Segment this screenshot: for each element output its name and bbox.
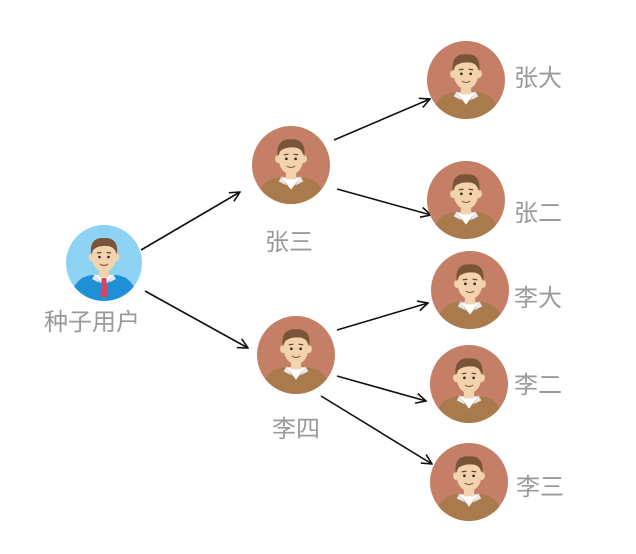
edges-layer	[140, 99, 432, 464]
node-lida: 李大	[431, 251, 562, 329]
node-lisan: 李三	[430, 443, 564, 521]
edge-arrow-seed-to-lisi	[144, 290, 248, 348]
edge-arrow-seed-to-zhangsan	[140, 192, 240, 251]
node-label-zhangda: 张大	[514, 64, 562, 92]
edge-arrow-lisi-to-lisan	[320, 395, 432, 464]
node-lier: 李二	[430, 345, 562, 423]
edge-arrow-zhangsan-to-zhanger	[336, 188, 431, 215]
user-avatar-icon	[431, 251, 509, 329]
edge-arrow-lisi-to-lida	[336, 303, 428, 331]
node-label-lier: 李二	[514, 371, 562, 399]
node-zhangda: 张大	[427, 41, 562, 119]
seed-user-avatar-icon	[66, 225, 142, 301]
edge-arrow-zhangsan-to-zhangda	[333, 99, 430, 141]
node-lisi: 李四	[257, 316, 335, 443]
node-label-lisi: 李四	[272, 415, 320, 443]
node-zhanger: 张二	[427, 161, 562, 239]
node-zhangsan: 张三	[252, 126, 330, 256]
user-avatar-icon	[427, 161, 505, 239]
user-avatar-icon	[427, 41, 505, 119]
user-avatar-icon	[430, 443, 508, 521]
user-avatar-icon	[430, 345, 508, 423]
node-label-seed: 种子用户	[44, 308, 140, 336]
user-avatar-icon	[257, 316, 335, 394]
user-avatar-icon	[252, 126, 330, 204]
node-label-lisan: 李三	[516, 473, 564, 501]
edge-arrow-lisi-to-lier	[336, 375, 426, 401]
node-seed: 种子用户	[44, 225, 142, 336]
node-label-zhanger: 张二	[514, 199, 562, 227]
node-label-zhangsan: 张三	[265, 228, 313, 256]
node-label-lida: 李大	[514, 284, 562, 312]
